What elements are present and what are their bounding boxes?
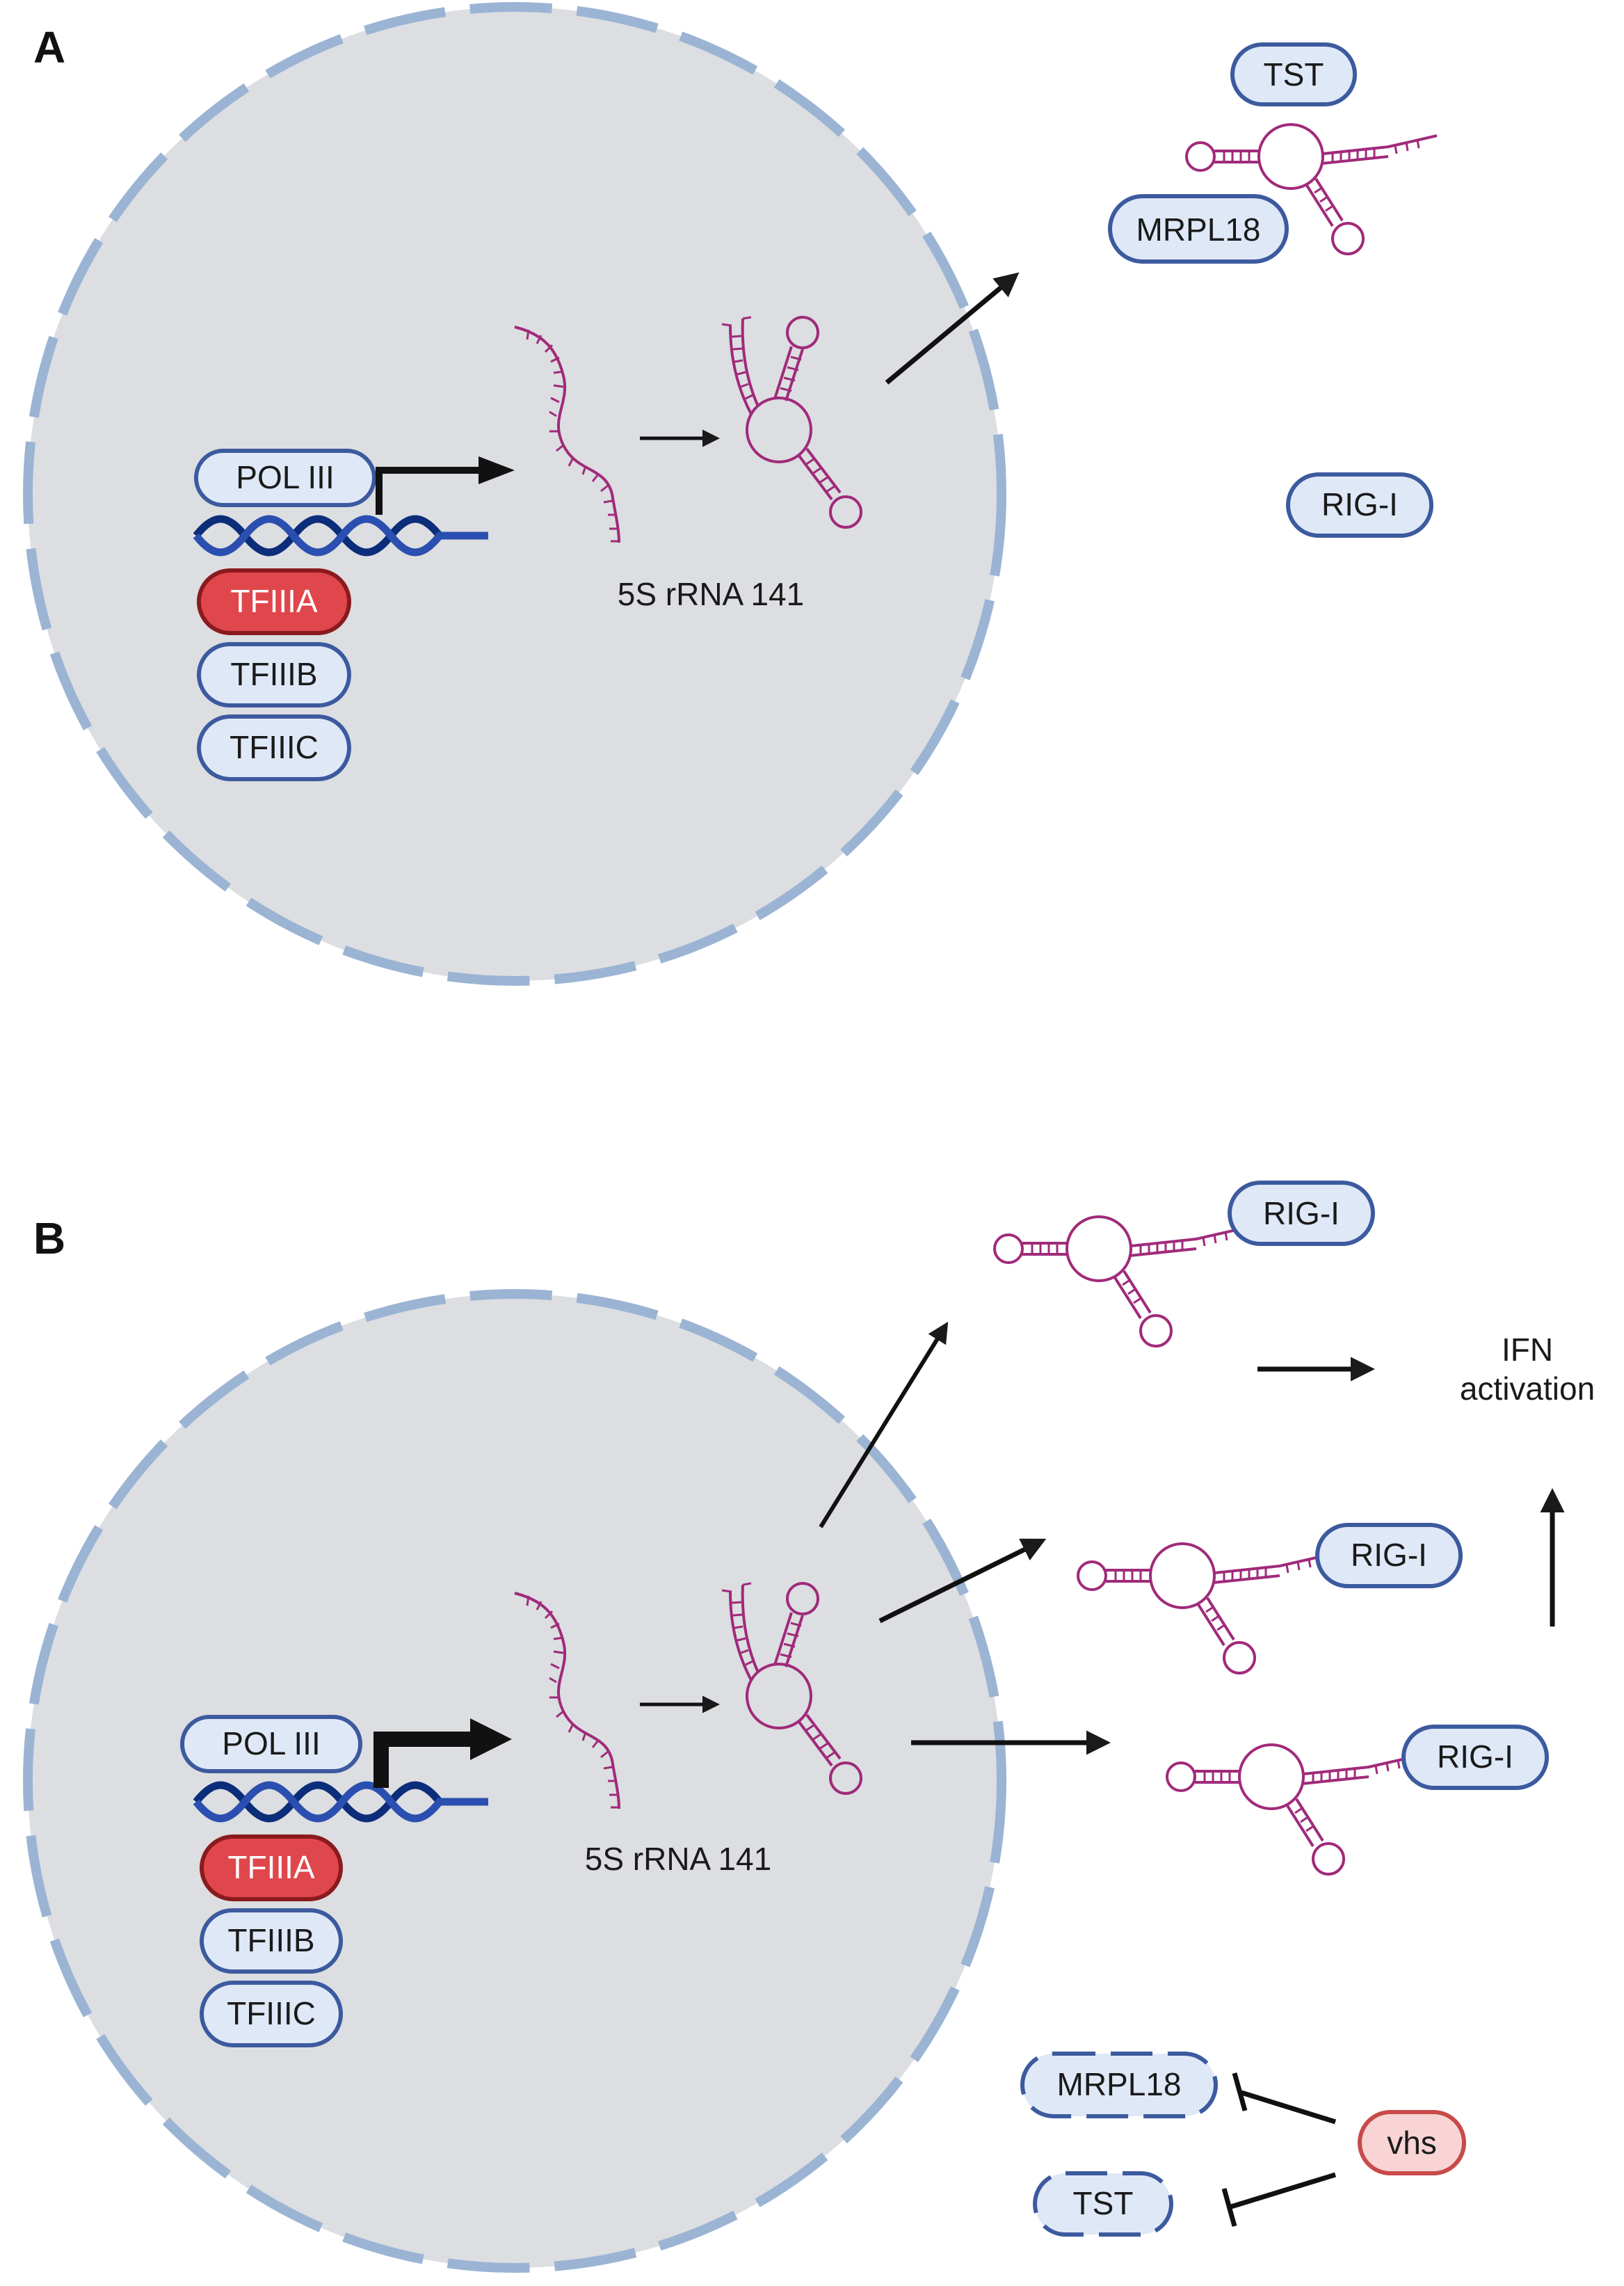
panel-b-rigi-3-label: RIG-I — [1437, 1739, 1513, 1775]
panel-a-pol3-label: POL III — [236, 459, 334, 495]
panel-b-ifn-arrows — [1257, 1357, 1565, 1626]
panel-b-mrpl18-label: MRPL18 — [1057, 2066, 1182, 2102]
panel-b-tfiiib: TFIIIB — [200, 1908, 343, 1974]
panel-b-rna-label: 5S rRNA 141 — [585, 1841, 771, 1877]
panel-b-nucleus — [23, 1289, 1006, 2273]
panel-b-rigi-2-label: RIG-I — [1351, 1537, 1427, 1573]
panel-b-ifn-line1: IFN — [1502, 1332, 1553, 1368]
panel-b-tfiiia-label: TFIIIA — [227, 1849, 315, 1885]
panel-a-tfiiib-label: TFIIIB — [230, 656, 317, 692]
panel-b-tfiiic-label: TFIIIC — [227, 1995, 316, 2031]
panel-b-tfiiib-label: TFIIIB — [227, 1922, 314, 1958]
panel-a-transcription-arrow — [376, 456, 515, 515]
panel-b-ifn-line2: activation — [1460, 1370, 1595, 1407]
panel-a-nucleus — [23, 2, 1006, 986]
panel-b-tst-degraded: TST — [1033, 2171, 1173, 2237]
panel-a-letter: A — [33, 22, 65, 72]
panel-b-export-arrows — [819, 1321, 1111, 1755]
panel-a-tst-label: TST — [1264, 56, 1324, 93]
panel-a-tfiiia-label: TFIIIA — [230, 583, 318, 619]
panel-b-rna-rigi-1: RIG-I — [993, 1181, 1375, 1348]
panel-a-rigi: RIG-I — [1286, 472, 1433, 538]
panel-b-mrpl18-degraded: MRPL18 — [1020, 2052, 1218, 2118]
panel-b-pol3: POL III — [180, 1715, 362, 1773]
panel-a-tst: TST — [1230, 42, 1357, 106]
panel-a-rna-label: 5S rRNA 141 — [618, 576, 804, 612]
panel-a-tfiiic-label: TFIIIC — [230, 729, 319, 765]
panel-a-mrpl18: MRPL18 — [1108, 194, 1289, 264]
panel-b-transcription-arrow — [373, 1718, 512, 1788]
panel-a-tfiiic: TFIIIC — [197, 714, 351, 781]
panel-b-rigi-1-label: RIG-I — [1263, 1195, 1340, 1231]
panel-b-vhs: vhs — [1358, 2110, 1466, 2175]
panel-b-pol3-label: POL III — [222, 1725, 320, 1761]
panel-a-tfiiib: TFIIIB — [197, 642, 351, 708]
panel-b-tst-label: TST — [1073, 2185, 1134, 2221]
panel-a-pol3: POL III — [194, 449, 376, 507]
panel-b-tfiiia: TFIIIA — [200, 1835, 343, 1901]
panel-a-export-arrow — [885, 272, 1020, 385]
panel-a-tfiiia: TFIIIA — [197, 568, 351, 635]
panel-a-mrpl18-label: MRPL18 — [1136, 211, 1261, 248]
panel-b-rna-rigi-2: RIG-I — [1077, 1523, 1463, 1674]
panel-b-vhs-label: vhs — [1387, 2125, 1437, 2161]
panel-b-rna-rigi-3: RIG-I — [1166, 1725, 1549, 1876]
panel-b-tfiiic: TFIIIC — [200, 1981, 343, 2047]
panel-a-rigi-label: RIG-I — [1321, 486, 1398, 522]
panel-b-letter: B — [33, 1213, 65, 1263]
panel-b-inhibition-lines — [1221, 2072, 1337, 2227]
